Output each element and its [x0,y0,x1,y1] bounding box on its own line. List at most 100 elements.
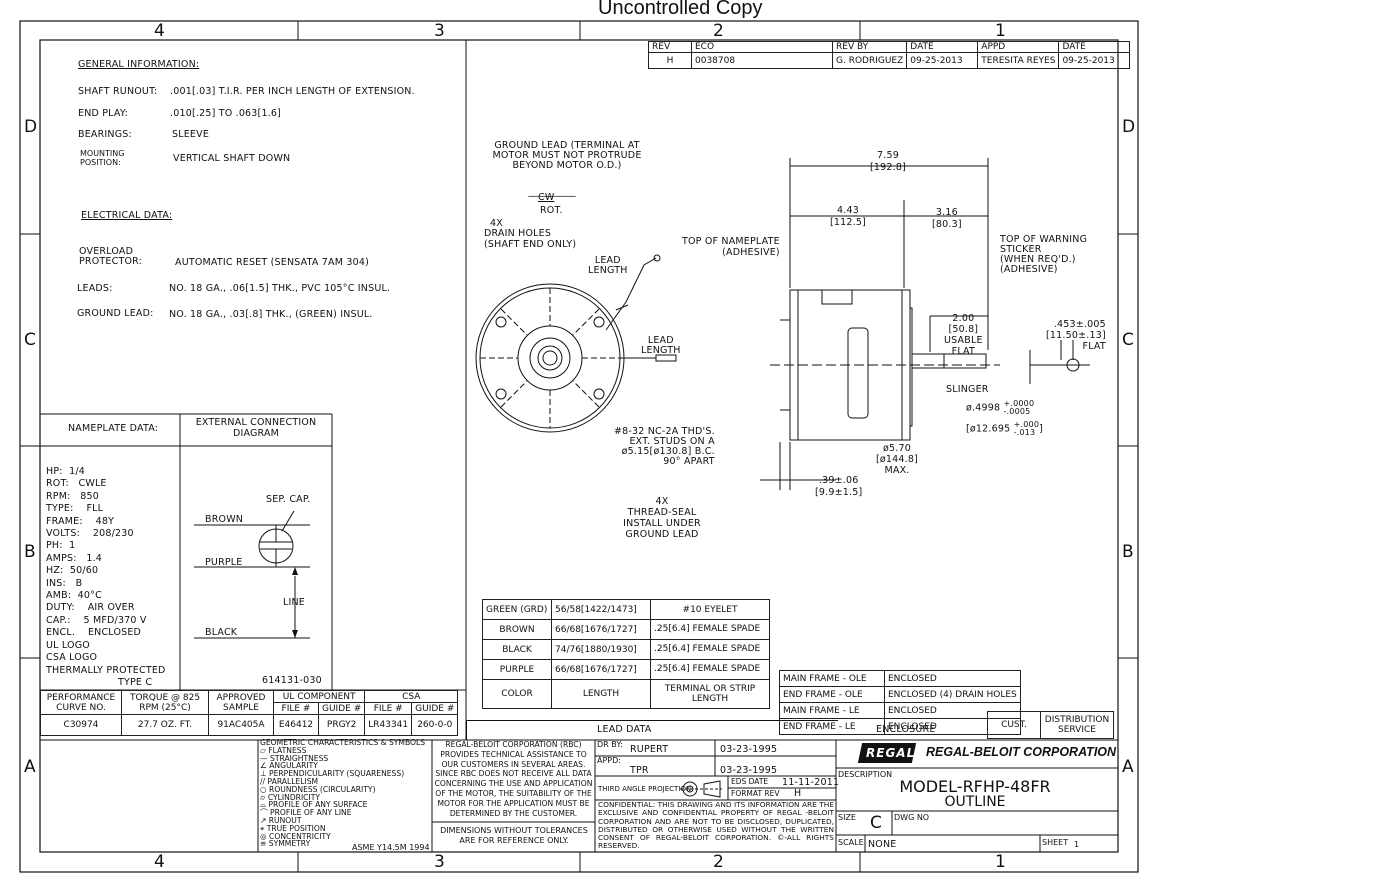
format-rev-value: H [794,788,802,799]
symbol-profile-surface: ⌓ PROFILE OF ANY SURFACE [260,800,368,810]
np-encl: ENCL. ENCLOSED [46,627,142,639]
np-type-c: TYPE C [118,676,153,688]
lead-terminal-header: TERMINAL OR STRIP LENGTH [650,679,770,709]
lead-length-header: LENGTH [551,679,651,709]
lead-color-header: COLOR [482,679,552,709]
symbol-symmetry: ≡ SYMMETRY [260,839,311,849]
lead-row-green: GREEN (GRD) 56/58[1422/1473] #10 EYELET [482,599,770,620]
symbol-true-position: ⌖ TRUE POSITION [260,823,326,833]
dim-overall: 7.59 [192.8] [870,150,906,174]
dim-flat-in: 2.00 [952,313,975,324]
enclosure-table: MAIN FRAME - OLE ENCLOSED END FRAME - OL… [779,670,1021,735]
dim-shaft-dia-plus: +.0000 [1003,399,1035,408]
warning-line4: (ADHESIVE) [1000,264,1058,275]
projection-label: THIRD ANGLE PROJECTION [598,785,692,793]
rbc-disclaimer: REGAL-BELOIT CORPORATION (RBC) PROVIDES … [434,740,593,818]
ul-guide-value: PRGY2 [317,714,366,736]
svg-text:―――――: ――――― [528,191,576,202]
dim-diameter: ø5.70 [ø144.8] MAX. [876,443,918,476]
warning-note: TOP OF WARNING STICKER (WHEN REQ'D.) (AD… [1000,235,1087,275]
lead-row-black: BLACK 74/76[1880/1930] .25[6.4] FEMALE S… [482,639,770,660]
np-frame: FRAME: 48Y [46,515,115,527]
appd-date-value: 03-23-1995 [720,765,778,776]
nameplate-note-line2: (ADHESIVE) [722,247,780,258]
dim-stud-mm: [9.9±1.5] [815,487,863,498]
lead-row-purple: PURPLE 66/68[1676/1727] .25[6.4] FEMALE … [482,659,770,680]
np-ul-logo: UL LOGO [46,639,90,651]
thread-seal-note: 4X THREAD-SEAL INSTALL UNDER GROUND LEAD [622,496,702,540]
shaft-runout-value: .001[.03] T.I.R. PER INCH LENGTH OF EXTE… [170,86,415,97]
symbol-angularity: ∠ ANGULARITY [260,761,318,771]
symbol-roundness: ○ ROUNDNESS (CIRCULARITY) [260,784,376,794]
sheet-value: 1 [1074,840,1080,849]
studs-line4: 90° APART [663,456,715,467]
dim-shaft-dia-mm-plus: +.000 [1013,420,1040,429]
drain-qty: 4X [490,218,503,229]
dr-date-value: 03-23-1995 [720,744,778,755]
lead-data-caption: LEAD DATA [597,724,652,735]
dim-shaft-flat-mm: [11.50±.13] [1046,330,1106,341]
dim-shaft-dia: ø.4998 +.0000 -.0005 [966,400,1034,416]
model-name: MODEL-RFHP-48FR [899,777,1051,796]
np-duty: DUTY: AIR OVER [46,602,135,614]
np-amps: AMPS: 1.4 [46,552,103,564]
lead-length-side-word: LEAD [647,335,674,346]
motor-side-view [760,158,1090,490]
appd-date-value: 09-25-2013 [1058,52,1131,69]
customer-table: CUST. DISTRIBUTION SERVICE [987,711,1114,739]
dim-443-in: 4.43 [837,205,859,216]
np-volts: VOLTS: 208/230 [46,528,134,540]
thread-line2: THREAD-SEAL [627,507,697,518]
warning-line2: STICKER [1000,244,1042,255]
dim-flat-flat: FLAT [951,346,975,357]
symbols-title: GEOMETRIC CHARACTERISTICS & SYMBOLS [260,738,426,747]
zone-right-A: A [1122,757,1134,777]
scale-label: SCALE [838,838,864,847]
zone-bottom-1: 1 [995,852,1006,872]
np-thermal: THERMALLY PROTECTED [46,664,166,676]
dim-316-mm: [80.3] [932,219,962,230]
symbol-runout: ↗ RUNOUT [260,815,302,825]
np-amb: AMB: 40°C [46,590,102,602]
tolerance-note: DIMENSIONS WITHOUT TOLERANCES ARE FOR RE… [440,826,588,845]
symbol-cylindricity: ⌭ CYLINDRICITY [260,792,320,802]
np-ph: PH: 1 [46,540,76,552]
appd-value: TERESITA REYES [977,52,1060,69]
outline-label: OUTLINE [944,794,1006,810]
confidential-note: CONFIDENTIAL: THIS DRAWING AND ITS INFOR… [598,800,834,851]
ground-lead-label: GROUND LEAD: [77,308,154,319]
nameplate-list: HP: 1/4 ROT: CWLE RPM: 850 TYPE: FLL FRA… [46,466,166,689]
ul-file-value: E46412 [273,714,319,736]
dim-316: 3.16 [80.3] [932,207,962,231]
dim-stud-in: .39±.06 [818,475,859,486]
eds-date-label: EDS DATE [731,777,769,786]
encl-row: MAIN FRAME - OLE ENCLOSED [779,670,1021,687]
csa-guide-value: 260-0-0 [411,714,459,736]
watermark-title: Uncontrolled Copy [598,0,763,19]
zone-right-B: B [1122,542,1134,562]
revision-table: REV ECO REV BY DATE APPD DATE H 0038708 … [648,41,1131,69]
zone-left-C: C [24,330,36,350]
np-csa-logo: CSA LOGO [46,652,98,664]
dim-shaft-flat-in: .453±.005 [1053,319,1106,330]
rotation-cw: CW [538,192,555,203]
nameplate-note-line1: TOP OF NAMEPLATE [682,236,780,247]
zone-top-4: 4 [154,21,165,41]
zone-left-A: A [24,757,36,777]
dim-dia-mm: [ø144.8] [876,454,919,465]
lead-length-word: LEAD [594,255,621,266]
dim-443: 4.43 [112.5] [830,205,866,229]
ground-lead-note: GROUND LEAD (TERMINAL AT MOTOR MUST NOT … [492,140,642,171]
dim-stud-offset: .39±.06 [9.9±1.5] [815,475,862,499]
studs-line1: #8-32 NC-2A THD'S. [614,426,715,437]
scale-value: NONE [868,839,897,850]
end-play-value: .010[.25] TO .063[1.6] [170,108,282,119]
approved-value: 91AC405A [208,714,274,736]
enclosure-caption: ENCLOSURE [876,724,936,735]
dim-shaft-flat: .453±.005 [11.50±.13] FLAT [1046,319,1106,352]
appd-value: TPR [630,765,649,776]
end-play-label: END PLAY: [78,108,128,119]
black-wire-label: BLACK [205,627,238,638]
performance-table: PERFORMANCE CURVE NO. TORQUE @ 825 RPM (… [40,690,459,736]
